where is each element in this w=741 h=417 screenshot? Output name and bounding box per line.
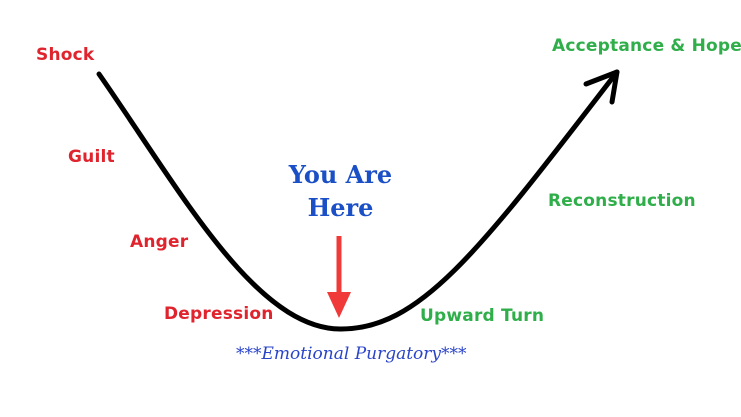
- stage-guilt: Guilt: [68, 147, 115, 167]
- you-are-here-line2: Here: [307, 193, 374, 222]
- stage-depression: Depression: [164, 304, 274, 324]
- you-are-here-label: You Are Here: [268, 158, 413, 224]
- stage-reconstruction: Reconstruction: [548, 191, 696, 211]
- curve-arrowhead-icon: [583, 69, 620, 105]
- grief-curve-line: [96, 69, 620, 332]
- stage-shock: Shock: [36, 45, 95, 65]
- stage-upward-turn: Upward Turn: [420, 306, 545, 326]
- stage-anger: Anger: [130, 232, 189, 252]
- stage-acceptance-hope: Acceptance & Hope: [552, 36, 741, 56]
- you-are-here-arrow-icon: [327, 236, 351, 318]
- emotional-purgatory-caption: ***Emotional Purgatory***: [236, 344, 467, 364]
- you-are-here-line1: You Are: [288, 160, 393, 189]
